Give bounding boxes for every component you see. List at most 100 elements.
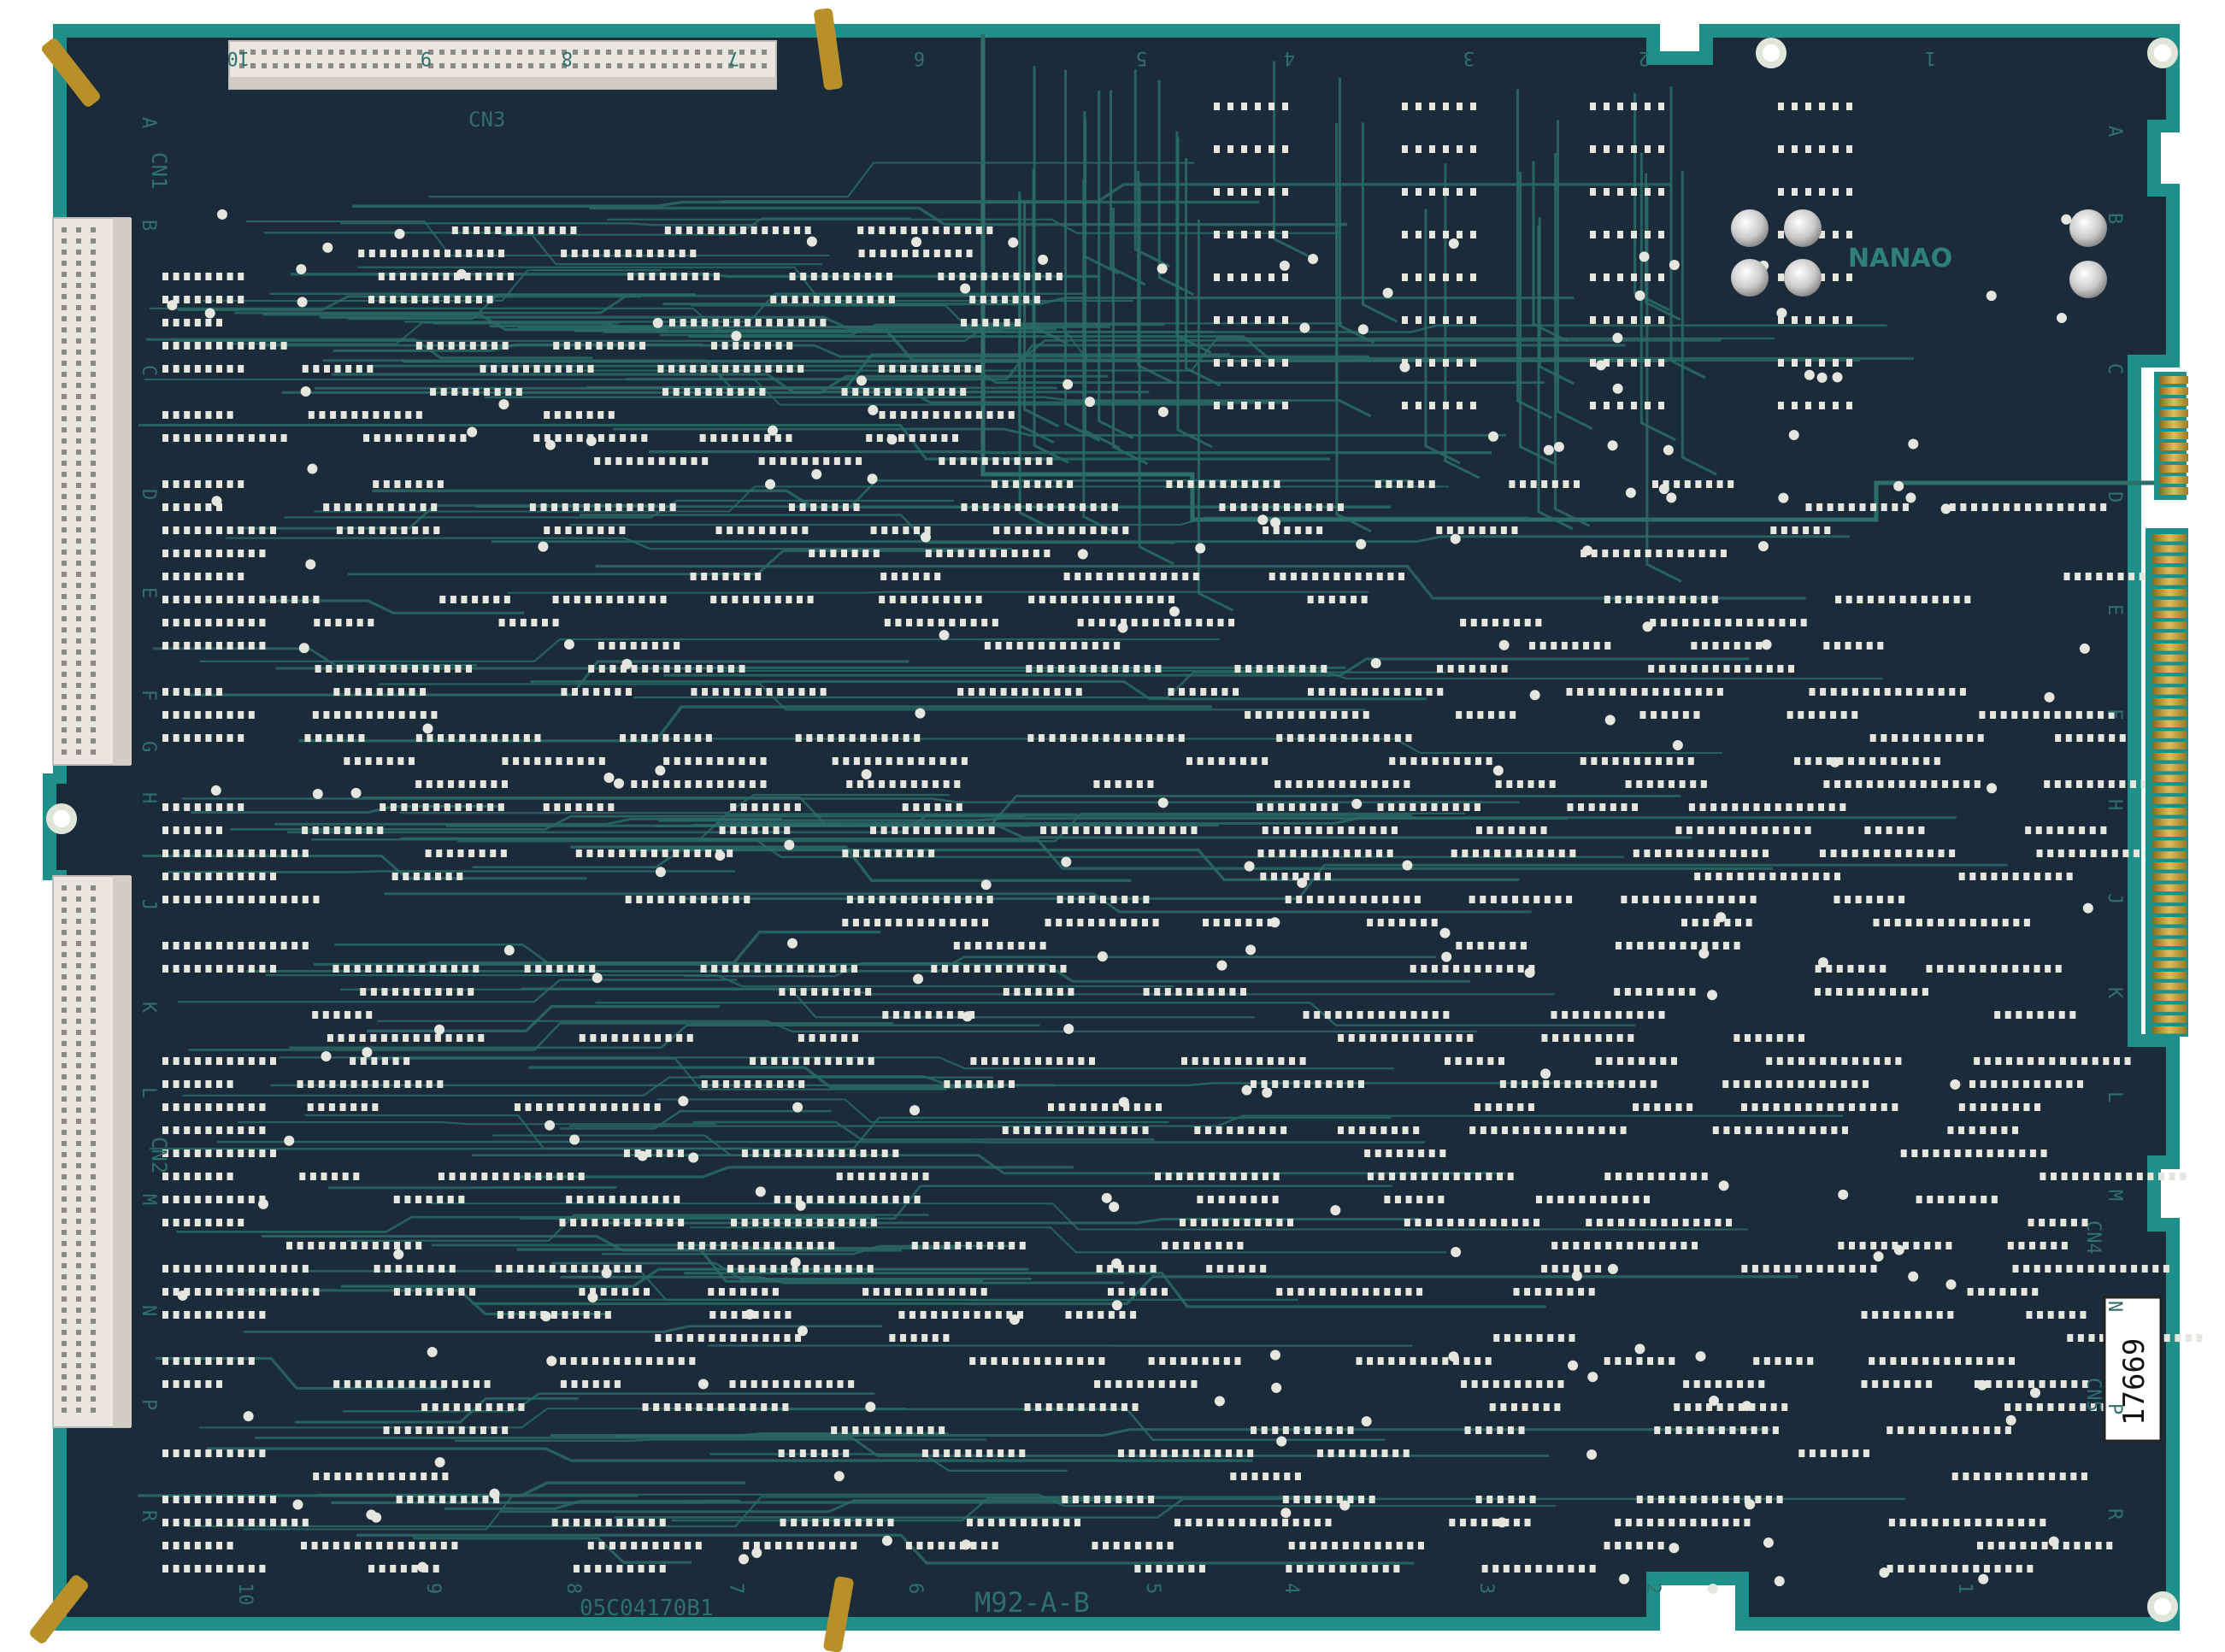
pad	[1466, 711, 1473, 719]
pad	[849, 1219, 856, 1226]
pad	[1078, 896, 1085, 903]
pad	[2010, 1288, 2017, 1296]
pad	[911, 1173, 918, 1180]
pad	[1863, 1449, 1869, 1457]
pad	[2048, 1011, 2055, 1019]
pad	[1374, 1149, 1381, 1157]
pad	[936, 550, 943, 557]
trace	[615, 1497, 1905, 1519]
pad	[1060, 596, 1067, 603]
pad	[380, 1034, 387, 1042]
ic-footprint	[625, 896, 750, 903]
pad	[2014, 503, 2021, 511]
pad	[785, 1242, 792, 1249]
pad	[162, 1496, 168, 1503]
pad	[1386, 480, 1392, 488]
pad	[1280, 1126, 1287, 1134]
via	[1271, 1382, 1282, 1393]
pad	[540, 503, 547, 511]
pad	[899, 1334, 906, 1342]
via	[538, 541, 549, 552]
pad	[447, 1288, 454, 1296]
pad	[737, 526, 744, 534]
ic-footprint	[323, 503, 438, 511]
pad	[216, 1219, 222, 1226]
trace	[313, 962, 1470, 983]
pad	[173, 1357, 180, 1365]
pad	[1919, 1426, 1926, 1434]
pad	[843, 273, 850, 280]
pad	[516, 226, 523, 234]
pad	[420, 711, 427, 719]
pad	[1311, 850, 1318, 857]
pad	[497, 1403, 503, 1411]
pad	[1498, 942, 1505, 949]
pad	[691, 457, 698, 465]
via	[1370, 658, 1381, 669]
pad	[1762, 826, 1769, 834]
pad	[1087, 919, 1094, 926]
pad	[1047, 503, 1054, 511]
pad	[1604, 145, 1610, 153]
pad	[447, 1196, 454, 1203]
pad	[1795, 1265, 1802, 1273]
pad	[546, 1103, 553, 1111]
pad	[1786, 1080, 1793, 1088]
pad	[194, 711, 201, 719]
pad	[259, 896, 266, 903]
pad	[184, 826, 191, 834]
pad	[1279, 850, 1286, 857]
pad	[1208, 757, 1215, 765]
ic-footprint	[870, 526, 931, 534]
pad	[760, 757, 767, 765]
pad	[529, 1311, 536, 1319]
ic-footprint	[1384, 1196, 1445, 1203]
pad	[762, 1288, 768, 1296]
pad	[1298, 734, 1304, 742]
pad	[1255, 273, 1261, 281]
pad	[1701, 942, 1708, 949]
pad	[372, 1103, 379, 1111]
pad	[866, 434, 873, 442]
pad	[1512, 896, 1519, 903]
pad	[1035, 1057, 1042, 1065]
pad	[1432, 1011, 1439, 1019]
pad	[347, 734, 354, 742]
pad	[391, 250, 397, 257]
pad	[1786, 711, 1793, 719]
via	[1838, 1189, 1849, 1200]
pad	[1522, 1403, 1528, 1411]
pad	[1046, 457, 1053, 465]
pad	[1712, 942, 1719, 949]
pad	[1964, 1519, 1971, 1526]
pad	[1816, 503, 1823, 511]
pad	[821, 988, 828, 996]
pad	[1035, 988, 1042, 996]
pad	[1436, 526, 1443, 534]
pad	[627, 273, 634, 280]
pad	[660, 596, 667, 603]
pad	[1318, 596, 1325, 603]
pad	[1766, 665, 1773, 673]
pad	[1784, 1265, 1791, 1273]
pad	[1863, 850, 1869, 857]
pad	[648, 457, 655, 465]
pad	[813, 296, 820, 303]
ic-footprint	[1969, 1080, 2084, 1088]
pad	[665, 1334, 672, 1342]
pad	[216, 896, 222, 903]
ic-footprint	[396, 1496, 500, 1503]
pad	[205, 1449, 212, 1457]
pad	[259, 434, 266, 442]
ic-footprint	[905, 1542, 998, 1549]
pad	[205, 550, 212, 557]
ic-footprint	[162, 503, 222, 511]
pad	[1964, 596, 1971, 603]
ic-footprint	[524, 965, 596, 973]
pad	[1645, 402, 1651, 409]
pad	[184, 296, 191, 303]
ic-footprint	[162, 619, 266, 626]
pad	[505, 226, 512, 234]
via	[1950, 1079, 1961, 1090]
pad	[425, 850, 432, 857]
